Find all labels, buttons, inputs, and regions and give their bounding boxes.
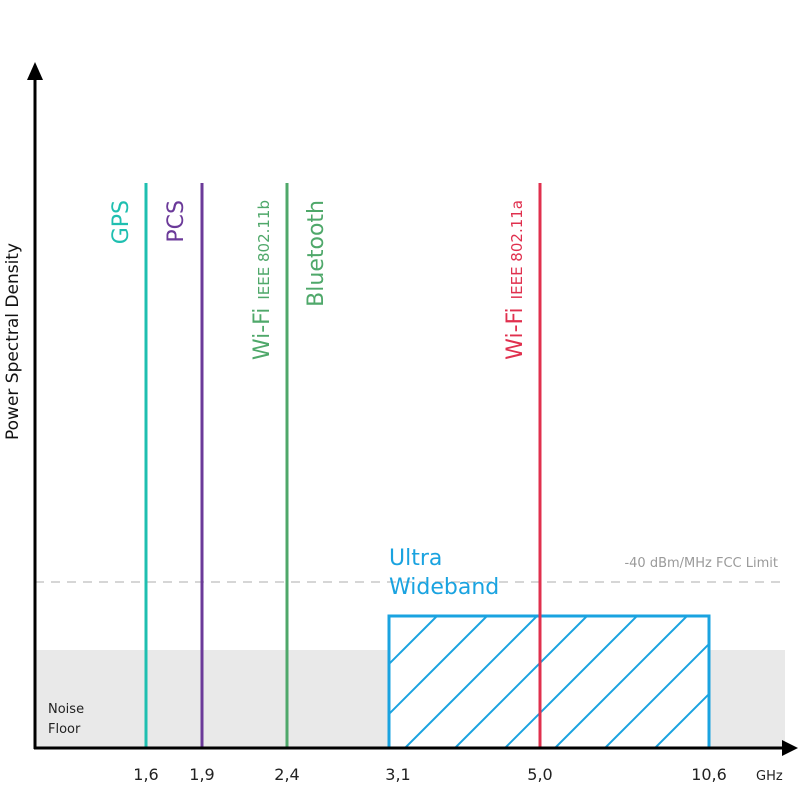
uwb-label-line2: Wideband — [389, 575, 499, 600]
fcc-limit-label: -40 dBm/MHz FCC Limit — [624, 556, 778, 571]
x-axis-unit: GHz — [756, 769, 783, 784]
bluetooth-label: Bluetooth — [304, 200, 329, 307]
tick-label-3-1: 3,1 — [385, 765, 410, 784]
x-axis-arrow — [782, 740, 798, 756]
tick-label-10-6: 10,6 — [691, 765, 727, 784]
pcs-label: PCS — [164, 200, 189, 243]
y-axis-label: Power Spectral Density — [3, 243, 23, 440]
gps-label: GPS — [109, 200, 134, 244]
tick-label-5-0: 5,0 — [527, 765, 552, 784]
tick-label-1-6: 1,6 — [133, 765, 158, 784]
noise-floor-label-line2: Floor — [48, 722, 81, 737]
uwb-label-line1: Ultra — [389, 546, 442, 571]
noise-floor-label-line1: Noise — [48, 702, 84, 717]
y-axis-arrow — [27, 62, 43, 80]
wifi-a-label: Wi-FiIEEE 802.11a — [503, 200, 528, 360]
tick-label-1-9: 1,9 — [189, 765, 214, 784]
wifi-b-label: Wi-FiIEEE 802.11b — [250, 200, 275, 360]
tick-label-2-4: 2,4 — [274, 765, 299, 784]
